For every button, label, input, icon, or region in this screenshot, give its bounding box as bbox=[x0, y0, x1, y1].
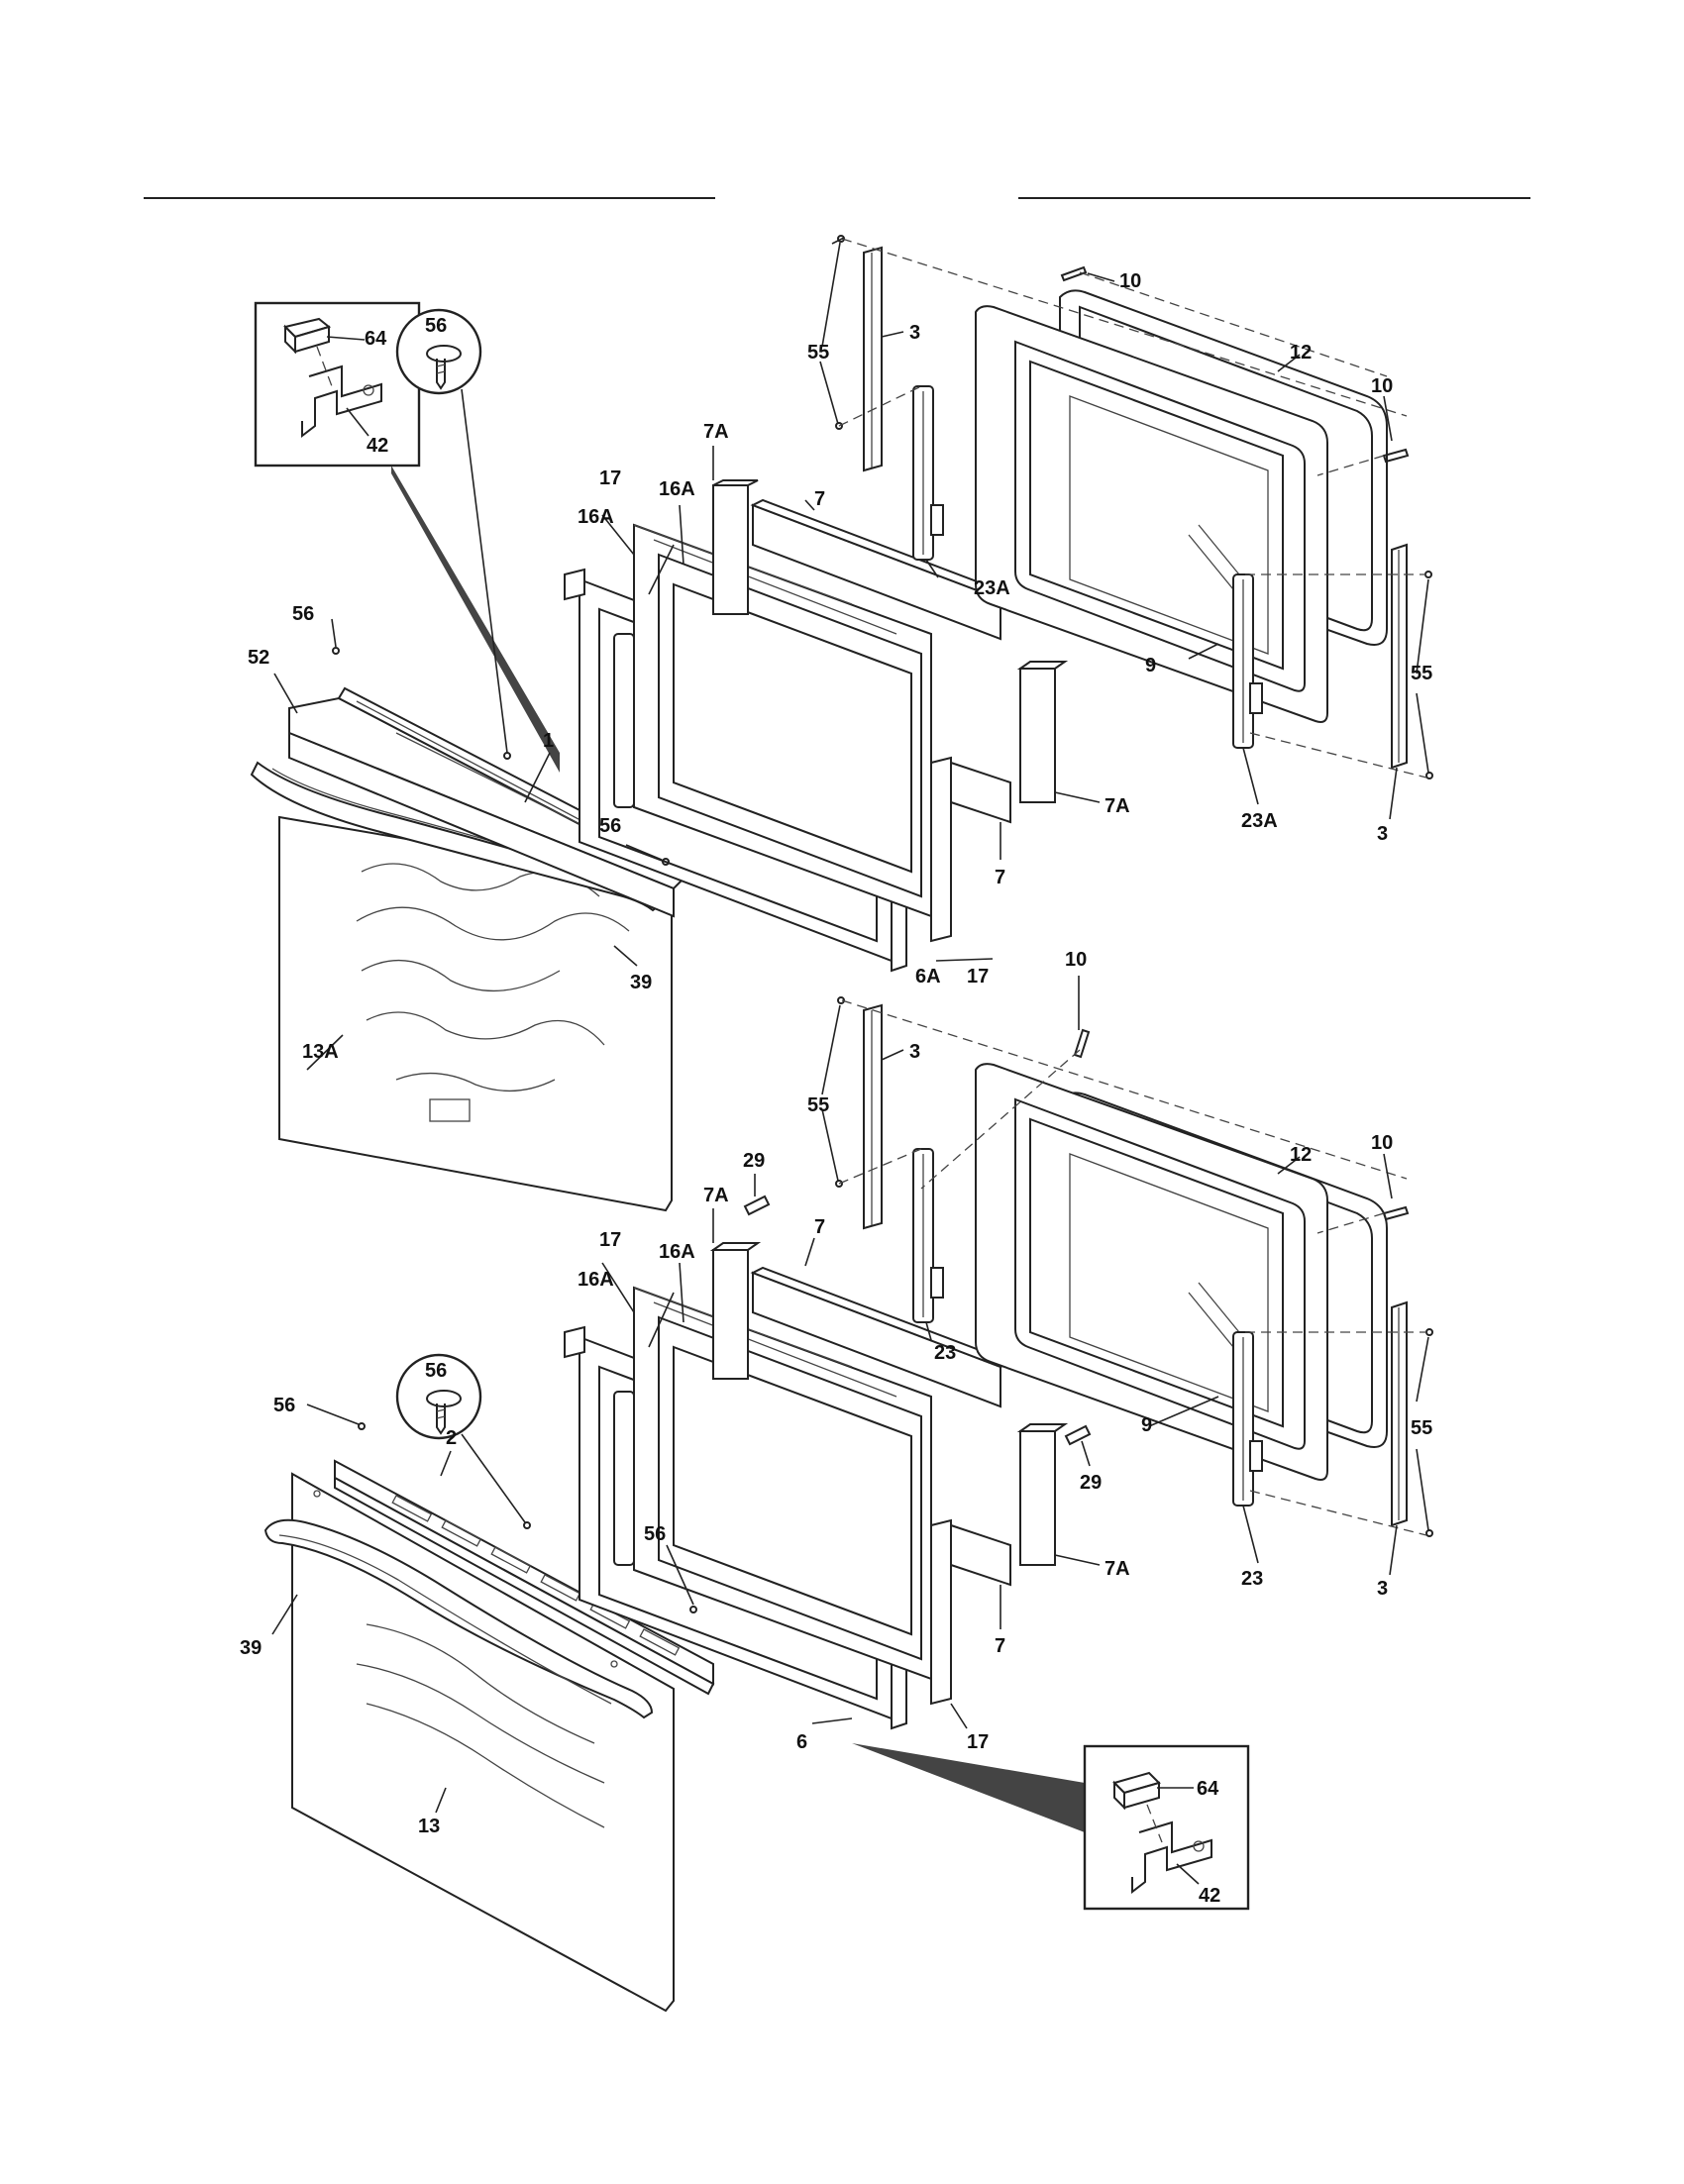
callout-lower-7-bottom: 7 bbox=[995, 1635, 1005, 1657]
callout-lower-7A-right: 7A bbox=[1105, 1558, 1130, 1580]
callout-lower-7-top: 7 bbox=[814, 1216, 825, 1238]
callout-upper-12: 12 bbox=[1290, 342, 1312, 364]
callout-upper-23A-left: 23A bbox=[974, 577, 1010, 599]
callout-upper-10-right: 10 bbox=[1371, 375, 1393, 397]
lower-pins-29 bbox=[743, 1195, 1092, 1446]
upper-channel-3-right bbox=[1391, 543, 1408, 770]
callout-lower-13: 13 bbox=[418, 1816, 440, 1837]
callout-lower-10-right: 10 bbox=[1371, 1132, 1393, 1154]
lower-door-trim-2 bbox=[334, 1459, 715, 1696]
callout-upper-52: 52 bbox=[248, 647, 269, 669]
callout-lower-16A-a: 16A bbox=[659, 1241, 695, 1263]
upper-insulation-7A bbox=[712, 479, 1069, 803]
lower-channel-3-left bbox=[863, 1003, 883, 1230]
callout-upper-3-left: 3 bbox=[909, 322, 920, 344]
callout-upper-16A-a: 16A bbox=[659, 478, 695, 500]
callout-lower-56-circle: 56 bbox=[425, 1360, 447, 1382]
callout-lower-3-right: 3 bbox=[1377, 1578, 1388, 1600]
lower-screw-detail-circle bbox=[395, 1353, 526, 1523]
callout-upper-23A-right: 23A bbox=[1241, 810, 1278, 832]
callout-lower-23-right: 23 bbox=[1241, 1568, 1263, 1590]
lower-leader-lines bbox=[271, 976, 1429, 1814]
lower-door-outer-panel-13 bbox=[291, 1472, 675, 2013]
callout-upper-7A-right: 7A bbox=[1105, 795, 1130, 817]
lower-detail-inset bbox=[852, 1743, 1250, 1911]
callout-upper-17b: 17 bbox=[967, 966, 989, 988]
callout-lower-9: 9 bbox=[1141, 1414, 1152, 1436]
callout-lower-55-right: 55 bbox=[1411, 1417, 1432, 1439]
callout-lower-inset-42: 42 bbox=[1199, 1885, 1220, 1907]
lower-screws bbox=[358, 996, 1433, 1613]
upper-leader-lines bbox=[273, 237, 1429, 1071]
callout-upper-1: 1 bbox=[543, 730, 554, 752]
callout-lower-55-left: 55 bbox=[807, 1094, 829, 1116]
callout-lower-16A-b: 16A bbox=[578, 1269, 614, 1291]
callout-upper-56-right: 56 bbox=[599, 815, 621, 837]
upper-hinge-23A-left bbox=[912, 385, 944, 561]
callout-lower-29-left: 29 bbox=[743, 1150, 765, 1172]
upper-screw-detail-circle bbox=[395, 308, 508, 754]
lower-door-handle-39 bbox=[263, 1518, 654, 1719]
upper-callout-labels: 64 42 56 56 52 1 56 39 13A 17 16A 16A 7A… bbox=[248, 270, 1432, 1063]
lower-insulation-7 bbox=[750, 1266, 1013, 1587]
callout-upper-56-circle: 56 bbox=[425, 315, 447, 337]
callout-lower-23-left: 23 bbox=[934, 1342, 956, 1364]
callout-upper-7-bottom: 7 bbox=[995, 867, 1005, 888]
callout-lower-17a: 17 bbox=[599, 1229, 621, 1251]
upper-screws bbox=[332, 235, 1433, 866]
callout-lower-10-top: 10 bbox=[1065, 949, 1087, 971]
callout-lower-29-right: 29 bbox=[1080, 1472, 1102, 1494]
lower-channel-3-right bbox=[1391, 1300, 1408, 1527]
lower-hinge-23-left bbox=[912, 1148, 944, 1323]
callout-lower-2: 2 bbox=[446, 1427, 457, 1449]
callout-lower-56-left: 56 bbox=[273, 1395, 295, 1416]
callout-lower-39: 39 bbox=[240, 1637, 262, 1659]
callout-upper-39: 39 bbox=[630, 972, 652, 993]
callout-lower-12: 12 bbox=[1290, 1144, 1312, 1166]
lower-door-liner-12 bbox=[975, 1063, 1388, 1481]
callout-upper-56-left: 56 bbox=[292, 603, 314, 625]
callout-lower-3-left: 3 bbox=[909, 1041, 920, 1063]
callout-upper-7-top: 7 bbox=[814, 488, 825, 510]
callout-upper-10-top: 10 bbox=[1119, 270, 1141, 292]
callout-upper-3-right: 3 bbox=[1377, 823, 1388, 845]
callout-lower-7A-top: 7A bbox=[703, 1185, 729, 1206]
callout-upper-55-right: 55 bbox=[1411, 663, 1432, 684]
callout-upper-9: 9 bbox=[1145, 655, 1156, 676]
callout-upper-16A-b: 16A bbox=[578, 506, 614, 528]
callout-upper-13A: 13A bbox=[302, 1041, 339, 1063]
callout-lower-17b: 17 bbox=[967, 1731, 989, 1753]
upper-detail-inset bbox=[254, 301, 560, 773]
callout-upper-7A-top: 7A bbox=[703, 421, 729, 443]
lower-callout-labels: 10 55 3 29 7A 7 12 10 17 16A 16A 23 9 29… bbox=[240, 949, 1432, 1907]
callout-upper-inset-42: 42 bbox=[367, 435, 388, 457]
upper-channel-3-left bbox=[863, 246, 883, 472]
callout-upper-55-left: 55 bbox=[807, 342, 829, 364]
callout-upper-6A: 6A bbox=[915, 966, 941, 988]
callout-upper-inset-64: 64 bbox=[365, 328, 387, 350]
upper-insulation-7 bbox=[750, 498, 1013, 824]
callout-upper-17a: 17 bbox=[599, 468, 621, 489]
callout-lower-56-mid: 56 bbox=[644, 1523, 666, 1545]
callout-lower-6: 6 bbox=[796, 1731, 807, 1753]
callout-lower-inset-64: 64 bbox=[1197, 1778, 1219, 1800]
upper-glass-pack bbox=[633, 523, 952, 943]
lower-insulation-7A bbox=[709, 1242, 1069, 1566]
